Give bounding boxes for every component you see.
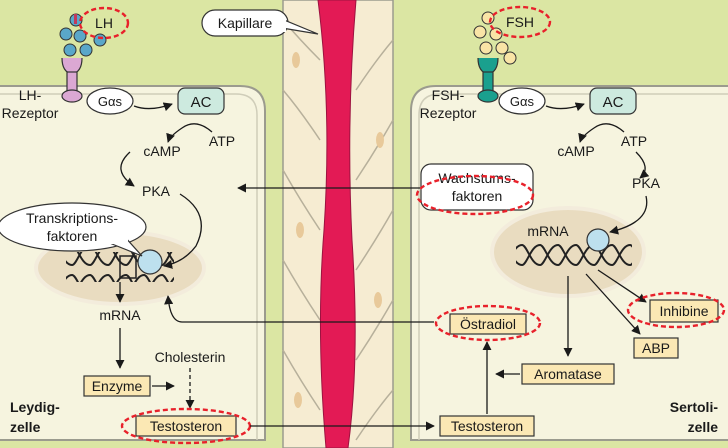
svg-text:ABP: ABP [642, 340, 670, 356]
pka-right: PKA [632, 175, 661, 191]
svg-text:Inhibine: Inhibine [659, 303, 708, 319]
lh-molecules [59, 13, 107, 57]
inhibin-box: Inhibine [649, 299, 719, 323]
adenylate-cyclase-left: AC [177, 87, 225, 115]
sertoli-label-2: zelle [688, 419, 719, 435]
lh-receptor-label-2: Rezeptor [2, 105, 59, 121]
lh-receptor-label-1: LH- [19, 87, 42, 103]
fsh-highlight [488, 5, 552, 39]
nucleus-right [490, 206, 646, 298]
testosterone-right-box: Testosteron [439, 415, 535, 437]
estradiol-highlight [434, 304, 542, 342]
mrna-left: mRNA [99, 307, 141, 323]
aromatase-box: Aromatase [521, 363, 615, 385]
cholesterol-label: Cholesterin [155, 349, 226, 365]
svg-text:Testosteron: Testosteron [150, 418, 222, 434]
svg-text:Gαs: Gαs [98, 94, 123, 109]
capillary-label: Kapillare [201, 9, 319, 37]
abp-box: ABP [633, 337, 679, 359]
lh-receptor [61, 57, 83, 103]
fsh-receptor-label-2: Rezeptor [420, 105, 477, 121]
svg-text:Transkriptions-: Transkriptions- [26, 210, 118, 226]
fsh-receptor-label-1: FSH- [432, 87, 465, 103]
testosterone-left-box: Testosteron [135, 415, 237, 437]
transcription-factors-bubble: Transkriptions- faktoren [0, 202, 147, 257]
svg-text:AC: AC [603, 94, 624, 111]
svg-text:AC: AC [191, 94, 212, 111]
atp-left: ATP [209, 133, 235, 149]
pka-left: PKA [142, 183, 171, 199]
svg-text:Wachstums-: Wachstums- [438, 170, 516, 186]
transcription-factor-ball [137, 249, 163, 275]
atp-right: ATP [621, 133, 647, 149]
capillary-text: Kapillare [218, 15, 273, 31]
mrna-right: mRNA [527, 223, 569, 239]
sertoli-label-1: Sertoli- [670, 399, 719, 415]
inhibin-highlight [626, 291, 726, 329]
lh-highlight [78, 6, 130, 40]
camp-right: cAMP [557, 143, 594, 159]
svg-text:faktoren: faktoren [452, 188, 503, 204]
capillary [278, 0, 398, 448]
enzyme-box: Enzyme [83, 375, 151, 397]
estradiol-box: Östradiol [449, 313, 527, 335]
nucleus-right-ball [586, 228, 610, 252]
growth-factors-box: Wachstums- faktoren [420, 163, 534, 211]
fsh-receptor [477, 57, 499, 103]
svg-text:Gαs: Gαs [510, 94, 535, 109]
g-alpha-right: Gαs [498, 87, 546, 115]
fsh-label: FSH [506, 14, 534, 30]
g-alpha-left: Gαs [86, 87, 134, 115]
leydig-label-1: Leydig- [10, 399, 60, 415]
svg-text:Östradiol: Östradiol [460, 315, 516, 332]
capillary-lumen [317, 0, 357, 448]
svg-text:Enzyme: Enzyme [92, 378, 143, 394]
svg-text:Aromatase: Aromatase [534, 366, 602, 382]
adenylate-cyclase-right: AC [589, 87, 637, 115]
leydig-label-2: zelle [10, 419, 41, 435]
growth-factors-highlight [415, 174, 535, 216]
svg-text:faktoren: faktoren [47, 228, 98, 244]
camp-left: cAMP [143, 143, 180, 159]
svg-text:Testosteron: Testosteron [451, 418, 523, 434]
lh-label: LH [95, 15, 113, 31]
